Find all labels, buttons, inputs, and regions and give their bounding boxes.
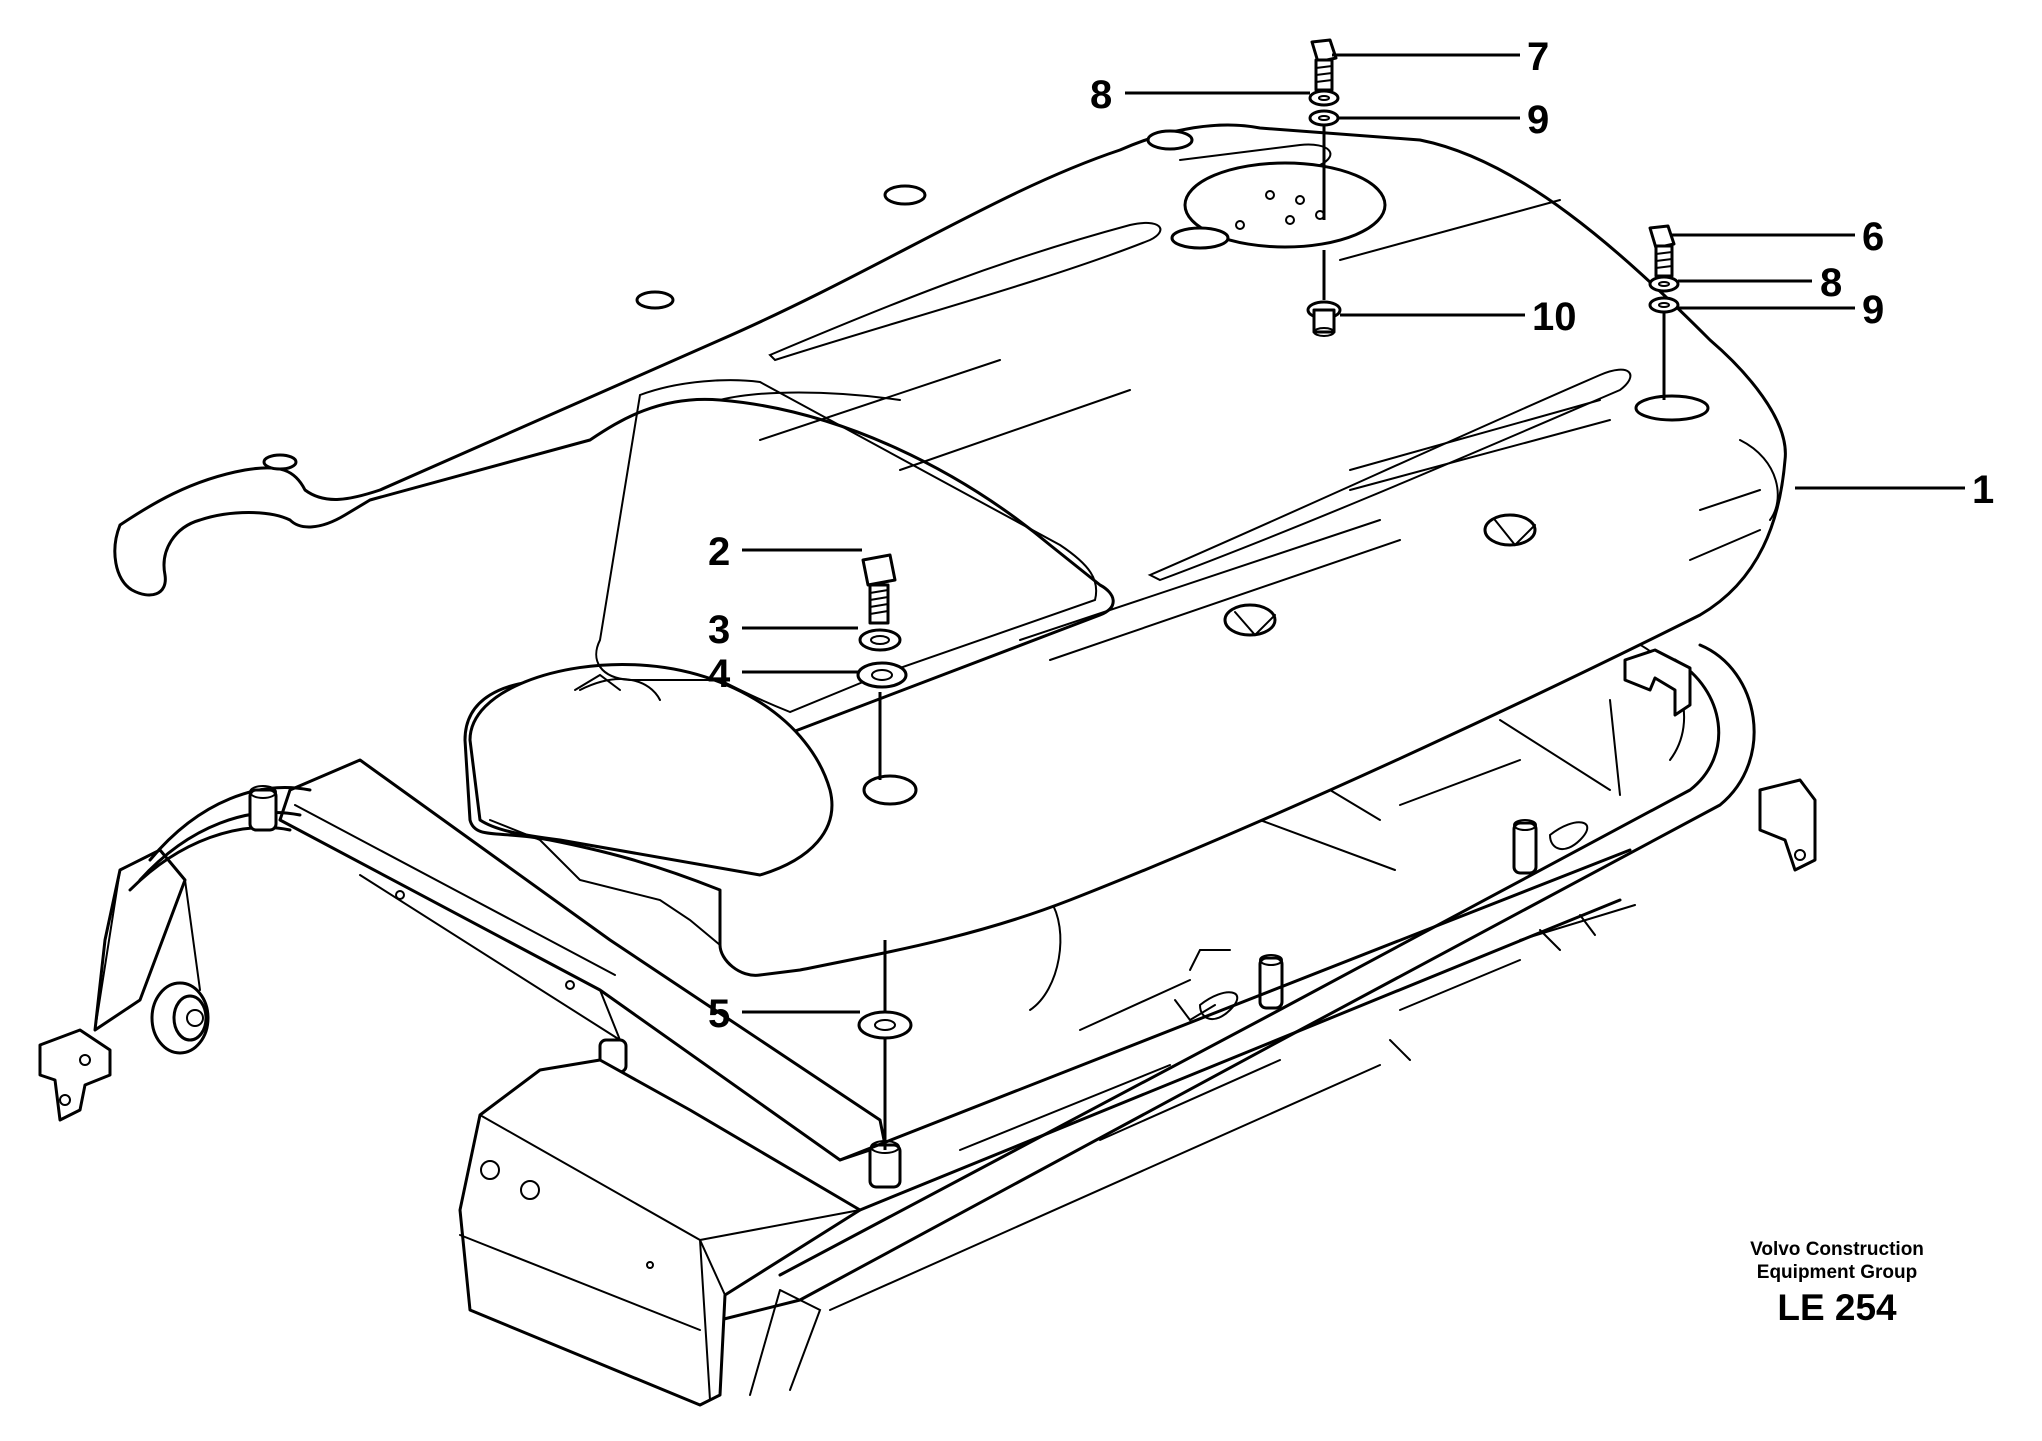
company-name-line1: Volvo Construction xyxy=(1750,1239,1924,1260)
callout-3: 3 xyxy=(708,608,730,652)
callout-4: 4 xyxy=(708,652,731,696)
callout-2: 2 xyxy=(708,530,730,574)
fasteners xyxy=(856,38,1680,1150)
callout-9b: 9 xyxy=(1862,288,1884,332)
callout-6: 6 xyxy=(1862,215,1884,259)
callout-8a: 8 xyxy=(1090,73,1112,117)
company-name-line2: Equipment Group xyxy=(1756,1262,1918,1283)
callout-1: 1 xyxy=(1972,468,1994,512)
callout-7: 7 xyxy=(1527,35,1549,79)
roof-panel xyxy=(113,123,1787,977)
drawing-footer: Volvo Construction Equipment Group LE 25… xyxy=(1712,1238,1962,1330)
callout-9a: 9 xyxy=(1527,98,1549,142)
callout-5: 5 xyxy=(708,992,730,1036)
drawing-code: LE 254 xyxy=(1777,1287,1897,1328)
callout-labels: 1 2 3 4 5 6 7 8 8 9 9 10 xyxy=(708,35,1994,1036)
callout-10: 10 xyxy=(1532,295,1577,339)
callout-8b: 8 xyxy=(1820,261,1842,305)
callout-leaders xyxy=(742,53,1965,1014)
